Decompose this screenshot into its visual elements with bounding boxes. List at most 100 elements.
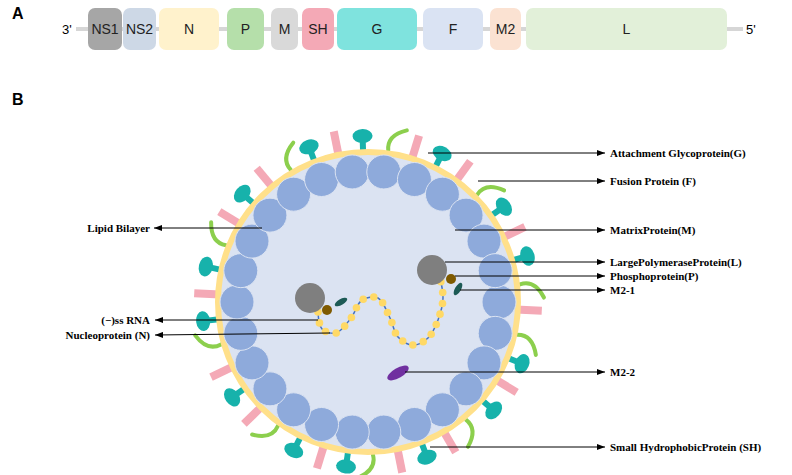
- small-hydrophobic-protein: [211, 222, 226, 245]
- gene-box: L: [526, 8, 727, 50]
- genome-linker: [334, 27, 337, 31]
- gene-name: L: [623, 21, 631, 37]
- nucleoprotein-beads: [314, 278, 446, 349]
- phosphoprotein: [446, 274, 456, 284]
- leader-line: [445, 262, 605, 263]
- part-label: M2-2: [610, 366, 635, 378]
- strand-end: 5': [746, 22, 756, 37]
- rna-strand: [318, 278, 443, 345]
- leader-line: [155, 320, 318, 321]
- gene-name: NS1: [91, 21, 118, 37]
- panel-letter: B: [12, 91, 24, 109]
- nucleoprotein: [322, 328, 330, 336]
- part-label: LargePolymeraseProtein(L): [610, 256, 742, 268]
- matrix-protein: [220, 285, 254, 319]
- part-label: Lipid Bilayer: [87, 222, 150, 234]
- matrix-protein: [478, 316, 512, 350]
- nucleoprotein: [353, 304, 361, 312]
- gene-box: NS1: [88, 8, 122, 50]
- nucleoprotein: [427, 330, 435, 338]
- nucleoprotein: [388, 319, 396, 327]
- matrix-protein: [235, 346, 269, 380]
- part-label: Attachment Glycoprotein(G): [610, 147, 746, 159]
- genome-linker: [483, 27, 490, 31]
- part-label: Nucleoprotein (N): [66, 329, 150, 341]
- nucleoprotein: [348, 314, 356, 322]
- matrix-protein: [397, 407, 431, 441]
- leader-line: [154, 228, 262, 229]
- leader-line: [460, 290, 605, 291]
- gene-name: F: [449, 21, 458, 37]
- strand-end: 3': [62, 22, 72, 37]
- matrix-protein: [224, 254, 258, 288]
- gene-box: F: [423, 8, 483, 50]
- matrix-layer: [220, 155, 516, 449]
- matrix-protein: [367, 415, 401, 449]
- gene-box: NS2: [123, 8, 156, 50]
- nucleoprotein: [439, 289, 447, 297]
- gene-box: G: [337, 8, 417, 50]
- genome-backbone: [725, 27, 743, 31]
- gene-box: SH: [302, 8, 334, 50]
- m2-1-protein: [333, 296, 348, 308]
- gene-name: G: [372, 21, 383, 37]
- leader-line: [430, 447, 605, 448]
- leader-lines: [154, 153, 605, 447]
- nucleoprotein: [432, 321, 440, 329]
- leader-line: [455, 276, 605, 277]
- leader-line: [155, 333, 330, 335]
- small-hydrophobic-protein: [195, 335, 221, 346]
- part-label: Fusion Protein (F): [610, 175, 696, 187]
- small-hydrophobic-protein: [388, 130, 407, 150]
- nucleoprotein: [384, 309, 392, 317]
- nucleoprotein: [409, 341, 417, 349]
- small-hydrophobic-protein: [252, 426, 278, 436]
- nucleoprotein: [370, 293, 378, 301]
- nucleoprotein: [379, 299, 387, 307]
- genome-linker: [122, 27, 123, 31]
- m2-2-protein: [385, 363, 411, 384]
- matrix-protein: [478, 254, 512, 288]
- gene-name: M: [279, 21, 291, 37]
- genome-linker: [156, 27, 159, 31]
- small-hydrophobic-protein: [466, 420, 473, 447]
- gene-name: N: [184, 21, 194, 37]
- panel-letter: A: [12, 5, 24, 23]
- genome-linker: [264, 27, 271, 31]
- small-hydrophobic-protein: [286, 143, 293, 170]
- gene-box: M: [271, 8, 298, 50]
- part-label: Small HydrophobicProtein (SH): [610, 441, 761, 453]
- genome-linker: [219, 27, 227, 31]
- small-hydrophobic-protein: [477, 187, 504, 195]
- gene-box: M2: [490, 8, 521, 50]
- leader-line: [405, 372, 605, 373]
- genome-linker: [298, 27, 302, 31]
- gene-name: M2: [496, 21, 515, 37]
- leader-line: [428, 153, 605, 154]
- nucleoprotein: [359, 296, 367, 304]
- small-hydrophobic-protein: [517, 335, 535, 355]
- small-hydrophobic-protein: [358, 455, 374, 475]
- nucleoprotein: [392, 329, 400, 337]
- m2-1-protein: [452, 281, 464, 296]
- matrix-protein: [467, 224, 501, 258]
- genome-linker: [521, 27, 526, 31]
- gene-name: NS2: [126, 21, 153, 37]
- nucleoprotein: [436, 310, 444, 318]
- gene-name: P: [241, 21, 250, 37]
- nucleoprotein: [341, 322, 349, 330]
- nucleoprotein: [399, 337, 407, 345]
- lipid-bilayer: [218, 152, 518, 452]
- polymerase-protein: [417, 255, 447, 285]
- part-label: Phosphoprotein(P): [610, 270, 698, 282]
- matrix-protein: [305, 163, 339, 197]
- polymerase-protein: [295, 283, 325, 313]
- gene-box: P: [227, 8, 264, 50]
- nucleoprotein: [419, 338, 427, 346]
- matrix-protein: [335, 155, 369, 189]
- matrix-protein: [224, 316, 258, 350]
- part-label: (−)ss RNA: [101, 314, 150, 326]
- gene-box: N: [159, 8, 219, 50]
